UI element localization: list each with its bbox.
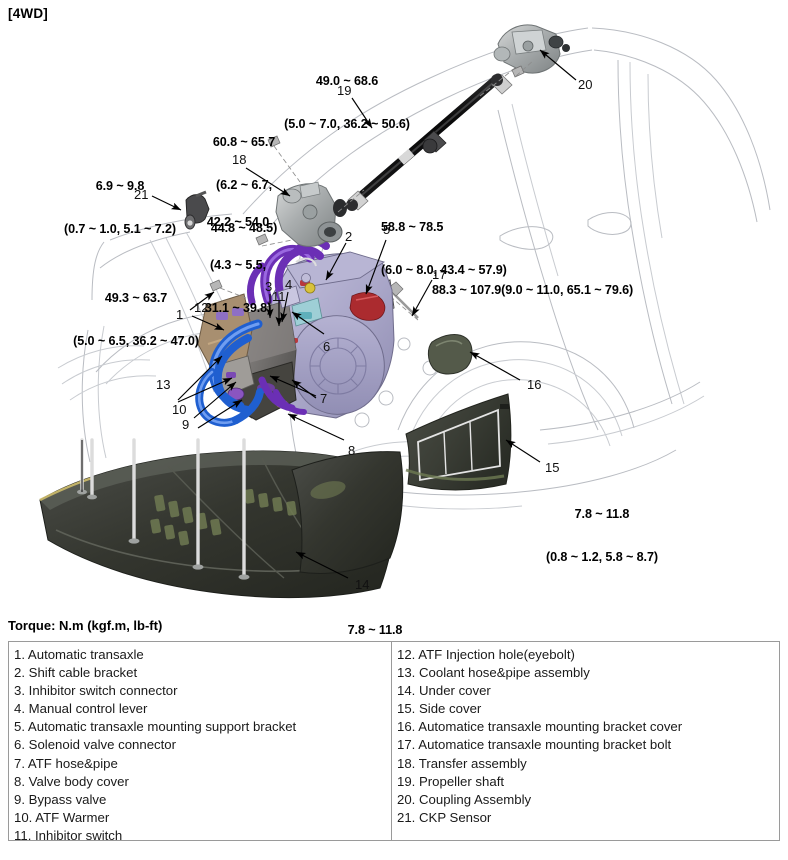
torque-spec-12: 49.3 ~ 63.7 (5.0 ~ 6.5, 36.2 ~ 47.0): [73, 262, 199, 377]
legend-column-left: 1. Automatic transaxle 2. Shift cable br…: [9, 642, 392, 843]
torque-spec-18: 60.8 ~ 65.7 (6.2 ~ 6.7, 44.8 ~ 48.5): [211, 106, 277, 264]
legend-item: 17. Automatice transaxle mounting bracke…: [397, 737, 672, 753]
torque-spec-15: 7.8 ~ 11.8 (0.8 ~ 1.2, 5.8 ~ 8.7): [546, 478, 658, 593]
callout-5: 5: [383, 222, 391, 237]
torque-line: 6.9 ~ 9.8: [95, 178, 145, 193]
torque-line: 49.0 ~ 68.6: [315, 73, 379, 88]
legend-item: 4. Manual control lever: [14, 701, 148, 717]
legend-item: 12. ATF Injection hole(eyebolt): [397, 647, 575, 662]
legend-item: 21. CKP Sensor: [397, 809, 492, 825]
torque-line: (6.0 ~ 8.0, 43.4 ~ 57.9): [381, 263, 507, 278]
callout-9: 9: [182, 417, 190, 432]
torque-line: 44.8 ~ 48.5): [210, 221, 278, 236]
callout-6: 6: [323, 339, 331, 354]
variant-header: [4WD]: [8, 6, 48, 21]
callout-1: 1: [176, 307, 184, 322]
torque-line: 49.3 ~ 63.7: [104, 290, 168, 305]
callout-2: 2: [345, 229, 353, 244]
torque-line: (4.3 ~ 5.5,: [210, 258, 266, 273]
legend-item: 2. Shift cable bracket: [14, 665, 138, 681]
legend-column-right: 12. ATF Injection hole(eyebolt) 13. Cool…: [392, 642, 779, 840]
eyebolt-fastener-part: [209, 279, 247, 299]
legend-item: 8. Valve body cover: [14, 773, 129, 789]
torque-line: 7.8 ~ 11.8: [347, 622, 403, 637]
torque-spec-transfer: 42.2 ~ 54.0 (4.3 ~ 5.5, 31.1 ~ 39.8): [205, 186, 271, 344]
legend-item: 11. Inhibitor switch: [14, 827, 123, 843]
torque-spec-17: 88.3 ~ 107.9(9.0 ~ 11.0, 65.1 ~ 79.6): [432, 254, 633, 326]
torque-spec-19: 49.0 ~ 68.6 (5.0 ~ 7.0, 36.2 ~ 50.6): [284, 45, 410, 160]
torque-line: 42.2 ~ 54.0: [206, 214, 270, 229]
torque-line: (0.7 ~ 1.0, 5.1 ~ 7.2): [64, 222, 176, 237]
legend-item: 6. Solenoid valve connector: [14, 737, 177, 753]
torque-spec-21: 6.9 ~ 9.8 (0.7 ~ 1.0, 5.1 ~ 7.2): [64, 150, 176, 265]
propeller-shaft-part: [337, 63, 521, 213]
callout-8: 8: [348, 443, 356, 458]
legend-item: 19. Propeller shaft: [397, 773, 505, 789]
torque-line: 31.1 ~ 39.8): [204, 301, 272, 316]
torque-line: (5.0 ~ 6.5, 36.2 ~ 47.0): [73, 334, 199, 349]
legend-item: 9. Bypass valve: [14, 791, 107, 807]
callout-10: 10: [172, 402, 187, 417]
under-cover-part: [39, 438, 404, 599]
bracket-cover-part: [427, 334, 473, 375]
callout-4: 4: [285, 277, 293, 292]
legend-item: 20. Coupling Assembly: [397, 791, 532, 807]
torque-line: 7.8 ~ 11.8: [574, 506, 630, 521]
automatic-transaxle-part: [197, 251, 395, 421]
legend-item: 3. Inhibitor switch connector: [14, 683, 178, 699]
legend-item: 14. Under cover: [397, 683, 491, 699]
legend-item: 16. Automatice transaxle mounting bracke…: [397, 719, 683, 735]
callout-13: 13: [156, 377, 171, 392]
callout-20: 20: [578, 77, 593, 92]
callout-3: 3: [265, 279, 273, 294]
torque-line: (0.8 ~ 1.2, 5.8 ~ 8.7): [546, 550, 658, 565]
side-cover-part: [405, 393, 512, 491]
transfer-assembly-part: [255, 135, 347, 247]
torque-line: 60.8 ~ 65.7: [212, 134, 276, 149]
torque-line: (5.0 ~ 7.0, 36.2 ~ 50.6): [284, 117, 410, 132]
callout-15: 15: [545, 460, 560, 475]
callout-21: 21: [134, 187, 149, 202]
callout-18: 18: [232, 152, 247, 167]
callout-17: 17: [432, 267, 447, 282]
ckp-sensor-part: [184, 190, 210, 230]
callout-7: 7: [320, 391, 328, 406]
torque-line: 58.8 ~ 78.5: [381, 219, 444, 234]
legend-item: 13. Coolant hose&pipe assembly: [397, 665, 590, 681]
legend-item: 15. Side cover: [397, 701, 482, 717]
legend-item: 5. Automatic transaxle mounting support …: [14, 719, 297, 735]
callout-19: 19: [337, 83, 352, 98]
legend-item: 10. ATF Warmer: [14, 809, 110, 825]
legend-item: 7. ATF hose&pipe: [14, 755, 118, 771]
callout-11: 11: [272, 289, 286, 304]
legend-item: 18. Transfer assembly: [397, 755, 527, 771]
coupling-assembly-part: [493, 24, 570, 78]
torque-spec-5: 58.8 ~ 78.5 (6.0 ~ 8.0, 43.4 ~ 57.9): [381, 191, 507, 306]
torque-line: 88.3 ~ 107.9(9.0 ~ 11.0, 65.1 ~ 79.6): [432, 282, 634, 297]
parts-legend-table: 1. Automatic transaxle 2. Shift cable br…: [8, 641, 780, 843]
torque-line: (6.2 ~ 6.7,: [216, 178, 272, 193]
legend-item: 1. Automatic transaxle: [14, 647, 144, 662]
callout-16: 16: [527, 377, 542, 392]
callout-12: 12: [194, 300, 209, 315]
callout-14: 14: [355, 577, 370, 592]
leader-lines: [81, 49, 577, 579]
torque-unit-note: Torque: N.m (kgf.m, lb-ft): [8, 618, 163, 633]
